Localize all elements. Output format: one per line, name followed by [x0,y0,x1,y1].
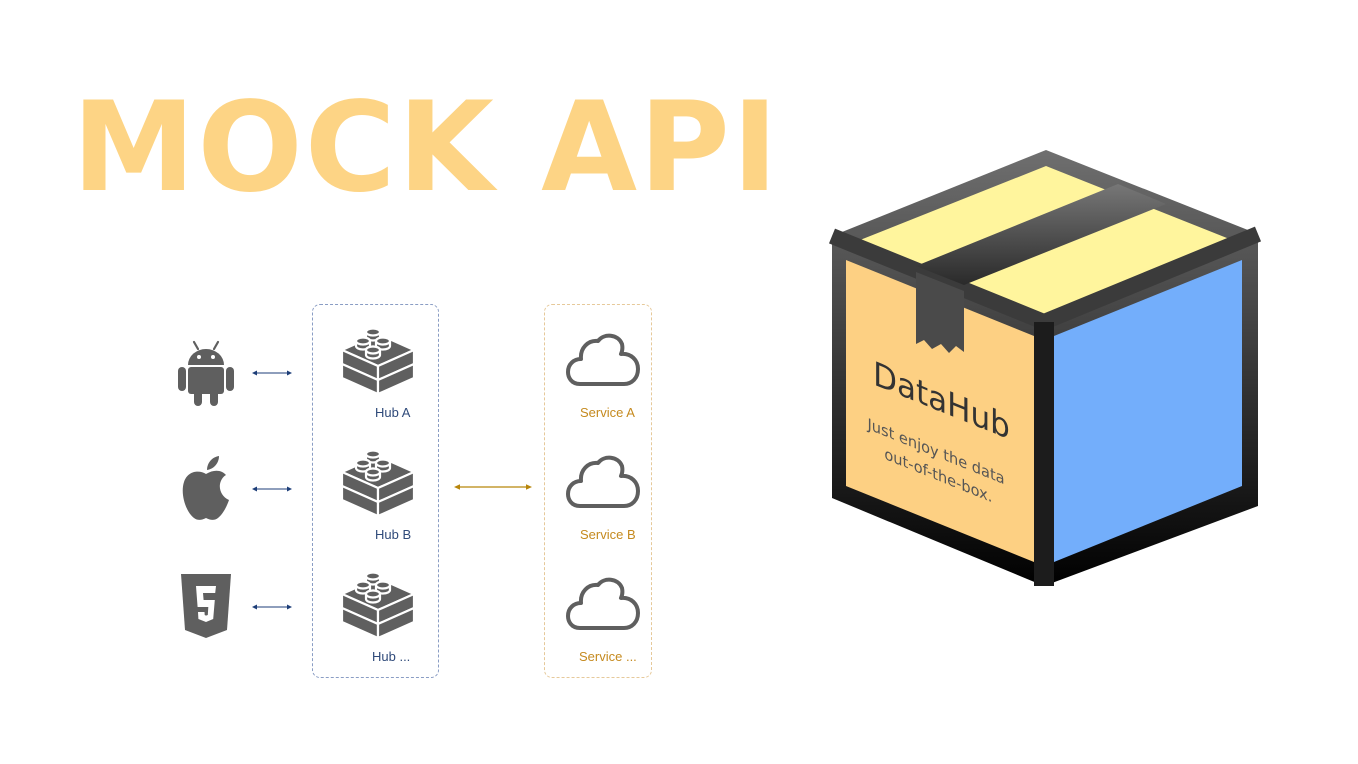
client-hub-arrow [251,484,293,494]
hub-label: Hub B [375,527,412,542]
service-label: Service B [580,527,636,542]
brick-icon [340,564,416,640]
brick-icon [340,320,416,396]
service-group [544,304,652,678]
service-label: Service ... [579,649,637,664]
service-label: Service A [580,405,635,420]
android-icon [176,338,236,408]
hub-label: Hub ... [372,649,411,664]
client-hub-arrow [251,602,293,612]
cloud-icon [566,574,640,634]
brick-icon [340,442,416,518]
hub-label: Hub A [375,405,411,420]
client-hub-arrow [251,368,293,378]
cloud-icon [566,452,640,512]
hub-service-arrow [453,482,533,492]
cloud-icon [566,330,640,390]
datahub-box-illustration: DataHub Just enjoy the data out-of-the-b… [828,148,1262,588]
hub-group [312,304,439,678]
html5-icon [176,572,236,642]
apple-icon [176,454,236,524]
page-title: MOCK API [72,76,781,220]
